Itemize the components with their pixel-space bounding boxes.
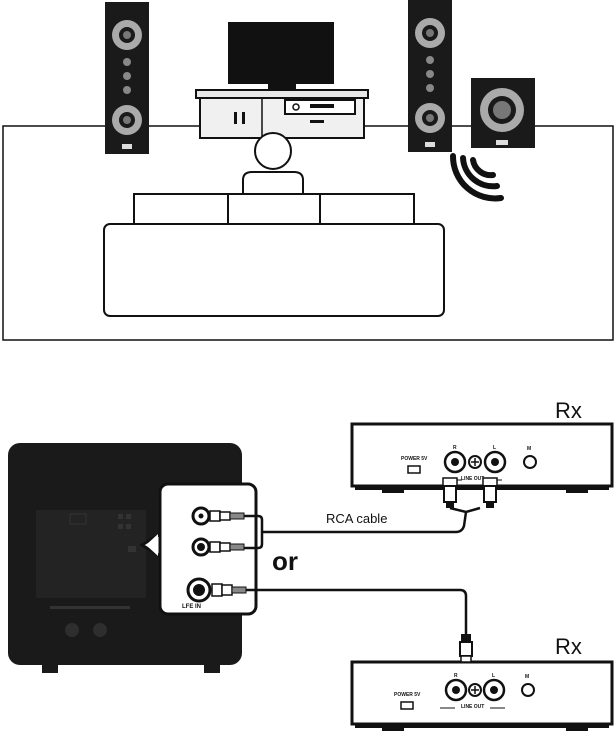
m-top-label: M <box>527 446 532 452</box>
lfe-cable <box>246 588 473 663</box>
tv-screen <box>228 22 334 84</box>
lfe-in-label: LFE IN <box>182 604 201 610</box>
receiver-top-label: Rx <box>555 398 582 423</box>
r-top-label: R <box>453 445 457 451</box>
line-out-top-label: LINE OUT <box>461 476 485 482</box>
wireless-signal-icon <box>449 153 504 202</box>
power-bottom-label: POWER 5V <box>394 692 421 698</box>
l-top-label: L <box>493 445 497 451</box>
room-subwoofer <box>471 78 535 148</box>
line-out-bottom-label: LINE OUT <box>461 704 485 710</box>
l-bottom-label: L <box>492 673 496 679</box>
rca-y-split <box>442 477 498 514</box>
receiver-bottom-label: Rx <box>555 634 582 659</box>
rca-cable-label: RCA cable <box>326 511 388 526</box>
or-label: or <box>272 546 298 576</box>
tv-cabinet <box>195 89 369 139</box>
left-tower-speaker <box>105 2 149 154</box>
right-tower-speaker <box>408 0 452 152</box>
r-bottom-label: R <box>454 673 458 679</box>
power-top-label: POWER 5V <box>401 456 428 462</box>
person <box>242 132 304 196</box>
receiver-bottom <box>350 660 614 731</box>
rca-jack-top <box>191 506 245 526</box>
tv-stand <box>268 84 296 90</box>
receiver-top <box>350 422 614 493</box>
rca-cable <box>244 511 468 550</box>
rca-jack-middle <box>191 537 245 557</box>
sofa <box>103 193 445 317</box>
m-bottom-label: M <box>525 674 530 680</box>
